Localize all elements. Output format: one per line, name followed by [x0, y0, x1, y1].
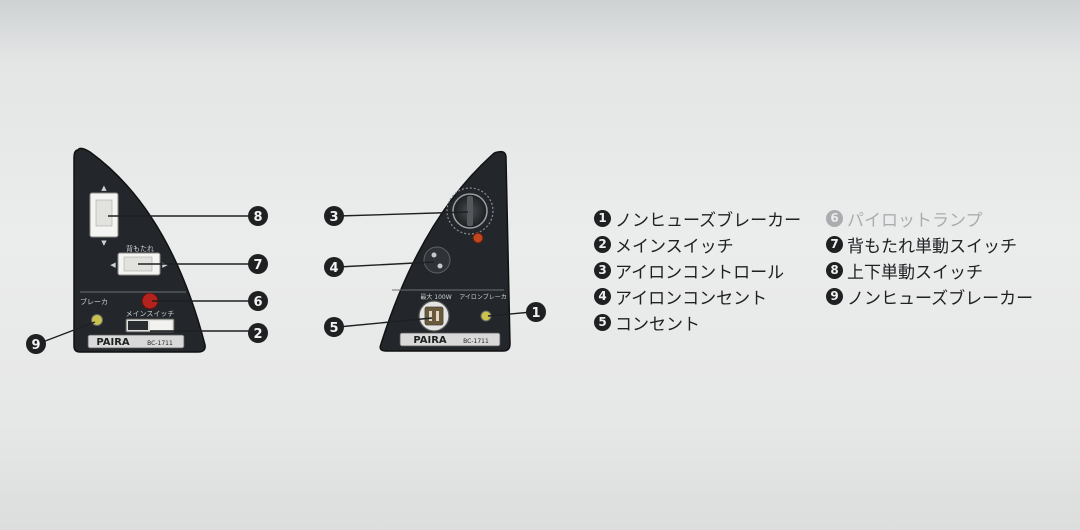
legend-number-5: 5 — [594, 313, 611, 331]
legend-item-3: 3 アイロンコントロール — [594, 258, 785, 283]
breaker-button[interactable] — [91, 314, 103, 326]
callout-4-label: 4 — [329, 261, 338, 276]
left-model-number: BC-1711 — [147, 340, 173, 347]
callout-7-marker — [248, 254, 268, 274]
down-arrow-mark: ▼ — [101, 239, 107, 247]
iron-outlet[interactable] — [423, 246, 451, 274]
iron-pilot-lamp — [472, 232, 484, 244]
legend-text-9: ノンヒューズブレーカー — [847, 288, 1034, 309]
left-callouts: 8 7 6 2 9 — [26, 206, 268, 354]
callout-4-marker — [324, 257, 344, 277]
callout-5-marker — [324, 317, 344, 337]
main-switch-label: メインスイッチ — [126, 310, 175, 318]
callout-7-label: 7 — [253, 258, 262, 273]
left-brand-plate — [87, 334, 185, 349]
legend-number-9: 9 — [826, 287, 843, 305]
legend-text-7: 背もたれ単動スイッチ — [847, 236, 1017, 257]
left-arrow-mark: ◀ — [110, 261, 116, 269]
iron-control-knob[interactable] — [452, 193, 488, 229]
callout-8-label: 8 — [253, 210, 262, 225]
power-outlet[interactable] — [418, 300, 450, 332]
legend-item-8: 8 上下単動スイッチ — [826, 258, 983, 283]
callout-1-label: 1 — [531, 306, 540, 321]
left-brand-name: PAIRA — [96, 337, 130, 348]
right-brand-name: PAIRA — [413, 335, 447, 346]
legend-number-4: 4 — [594, 287, 611, 305]
legend-text-4: アイロンコンセント — [615, 288, 768, 309]
legend-item-5: 5 コンセント — [594, 310, 700, 335]
right-arrow-mark: ▶ — [162, 261, 168, 269]
up-arrow-mark: ▲ — [101, 184, 107, 192]
callout-8-marker — [248, 206, 268, 226]
legend-text-8: 上下単動スイッチ — [847, 262, 983, 283]
outlet-label: 最大 100W — [420, 293, 451, 301]
legend-item-2: 2 メインスイッチ — [594, 232, 734, 257]
callout-2-label: 2 — [253, 327, 262, 342]
legend-number-3: 3 — [594, 261, 611, 279]
right-control-panel: 最大 100W アイロンブレーカ PAIRA BC-1711 — [379, 150, 511, 352]
right-brand-plate — [399, 332, 501, 347]
legend-number-7: 7 — [826, 235, 843, 253]
callout-1-marker — [526, 302, 546, 322]
legend-text-1: ノンヒューズブレーカー — [615, 210, 802, 231]
iron-control-dial-ring — [446, 187, 494, 235]
legend-number-8: 8 — [826, 261, 843, 279]
legend-item-9: 9 ノンヒューズブレーカー — [826, 284, 1034, 309]
up-down-switch[interactable] — [89, 192, 119, 238]
iron-breaker-label: アイロンブレーカ — [459, 293, 507, 301]
legend-text-2: メインスイッチ — [615, 236, 734, 257]
legend-text-5: コンセント — [615, 314, 700, 335]
main-switch[interactable] — [125, 318, 175, 333]
legend-item-4: 4 アイロンコンセント — [594, 284, 768, 309]
callout-5-label: 5 — [329, 321, 338, 336]
callout-3-marker — [324, 206, 344, 226]
callout-6-label: 6 — [253, 295, 262, 310]
callout-9-marker — [26, 334, 46, 354]
legend-number-6: 6 — [826, 209, 843, 227]
legend-number-2: 2 — [594, 235, 611, 253]
legend-number-1: 1 — [594, 209, 611, 227]
breaker-label: ブレーカ — [80, 297, 108, 306]
right-model-number: BC-1711 — [463, 338, 489, 345]
callout-3-label: 3 — [329, 210, 338, 225]
callout-2-marker — [248, 323, 268, 343]
legend-text-3: アイロンコントロール — [615, 262, 785, 283]
legend-item-7: 7 背もたれ単動スイッチ — [826, 232, 1017, 257]
backrest-switch-label: 背もたれ — [126, 244, 154, 253]
left-control-panel: ▲ ▼ 背もたれ ◀ ▶ ブレーカ メインスイッチ PAIRA BC-1711 — [73, 147, 206, 353]
right-callouts: 3 4 5 1 — [324, 206, 546, 337]
legend-item-6: 6 パイロットランプ — [826, 206, 983, 231]
legend-text-6: パイロットランプ — [847, 210, 983, 231]
legend-item-1: 1 ノンヒューズブレーカー — [594, 206, 802, 231]
callout-6-marker — [248, 291, 268, 311]
callout-9-label: 9 — [31, 338, 40, 353]
